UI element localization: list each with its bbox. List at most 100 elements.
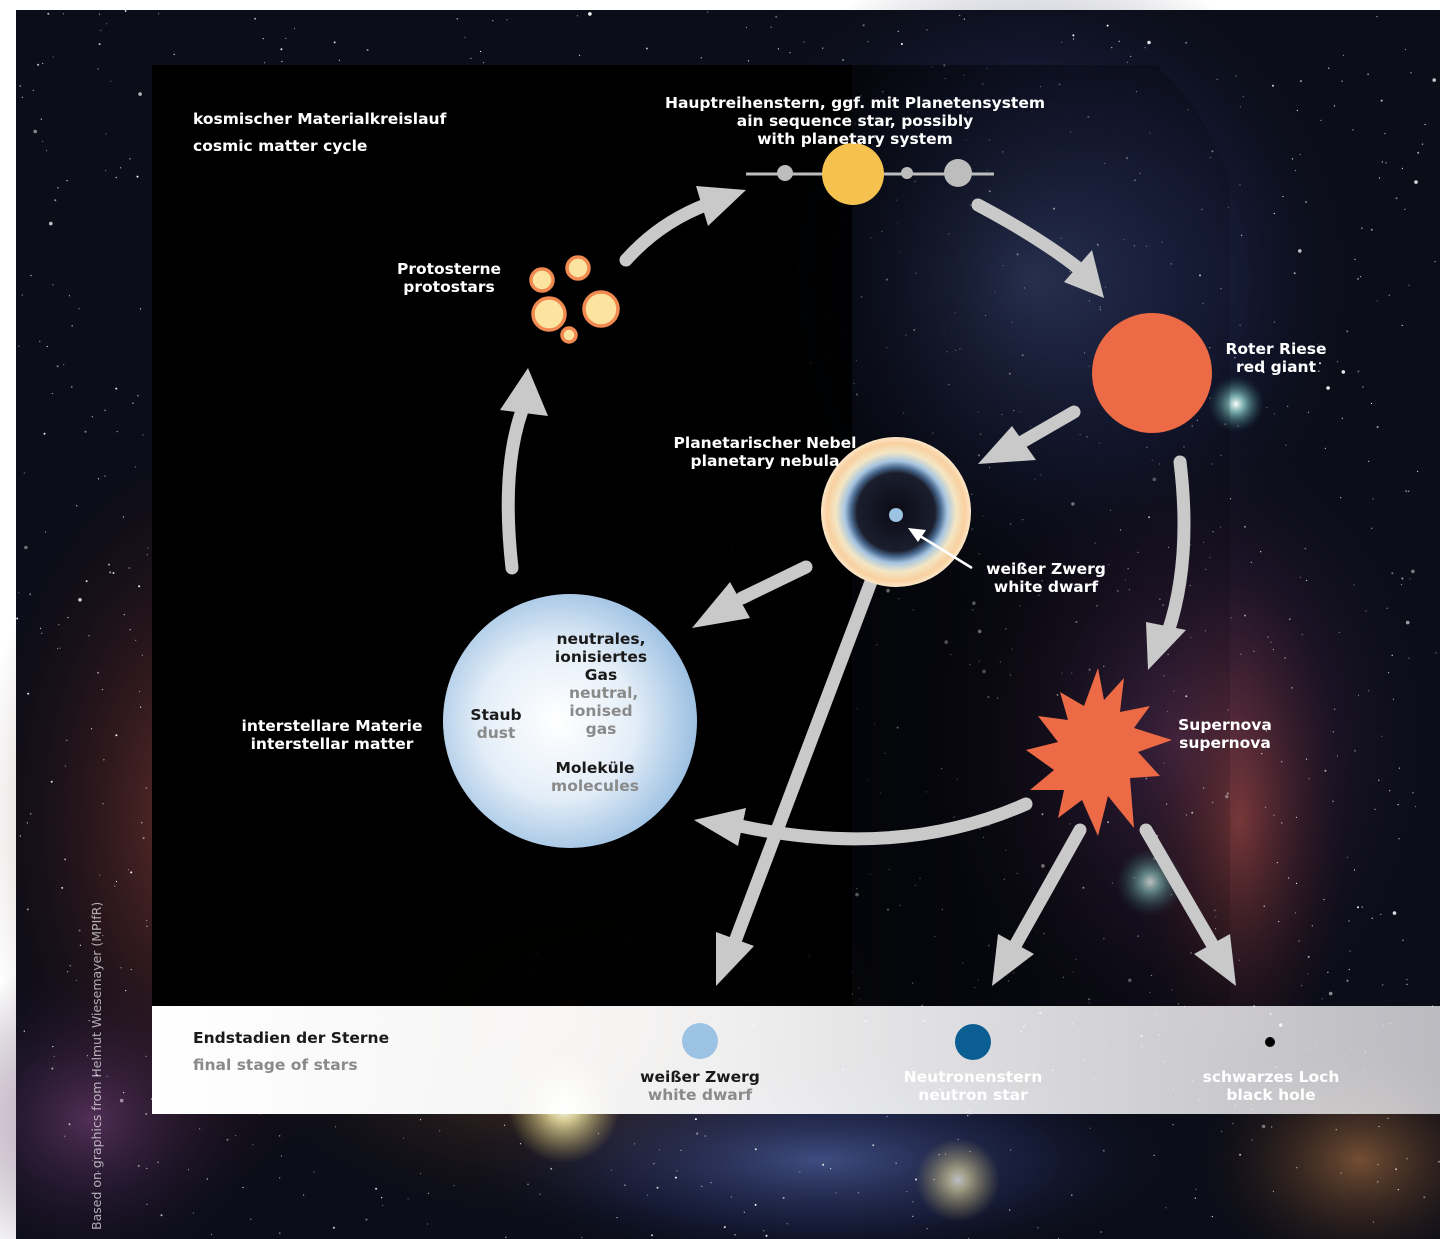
background-star <box>1243 743 1245 745</box>
background-star <box>456 18 458 20</box>
background-star <box>1378 1125 1380 1128</box>
background-star <box>145 787 147 789</box>
background-star <box>1404 208 1406 210</box>
background-star <box>1404 48 1406 51</box>
arrow-protostars-to-main-sequence <box>619 197 715 267</box>
background-star <box>610 1169 613 1171</box>
background-star <box>68 1123 71 1126</box>
background-star <box>830 1168 832 1170</box>
background-star <box>110 80 112 82</box>
background-star <box>1395 197 1398 200</box>
background-star <box>18 345 20 347</box>
background-star <box>710 1182 712 1184</box>
background-star <box>206 1178 208 1180</box>
background-star <box>381 1204 384 1206</box>
background-star <box>84 430 87 433</box>
background-star <box>1282 195 1284 198</box>
background-star <box>1242 96 1244 98</box>
background-star <box>1009 1209 1011 1211</box>
background-star <box>1434 261 1436 263</box>
background-star <box>1072 34 1075 37</box>
background-star <box>1103 1150 1105 1152</box>
background-star <box>1328 67 1330 69</box>
background-star <box>123 614 125 616</box>
background-star <box>64 1135 66 1137</box>
background-star <box>842 59 845 61</box>
white-dwarf-callout-de: weißer Zwerg <box>986 560 1106 578</box>
arrowhead-supernova-to-neutron-star <box>992 934 1034 986</box>
background-star <box>895 1162 897 1164</box>
background-star <box>1377 1181 1379 1183</box>
background-star <box>1301 634 1303 636</box>
background-star <box>1388 294 1390 296</box>
final-white-dwarf-en: white dwarf <box>647 1086 753 1104</box>
arrow-red-giant-to-supernova <box>1161 455 1191 639</box>
background-star <box>1294 912 1297 914</box>
background-star <box>78 929 81 932</box>
background-star <box>1332 800 1334 802</box>
background-star <box>1401 167 1403 169</box>
background-star <box>30 275 32 277</box>
background-star <box>1262 371 1265 374</box>
background-star <box>130 871 133 874</box>
background-star <box>264 62 266 64</box>
background-star <box>1305 201 1308 203</box>
background-star <box>1405 490 1408 493</box>
background-star <box>142 434 144 436</box>
background-star <box>1326 386 1330 390</box>
arrowhead-nebula-to-ism <box>692 582 750 628</box>
background-star <box>1377 1164 1379 1166</box>
background-star <box>1061 41 1063 44</box>
background-star <box>1348 968 1350 971</box>
background-star <box>19 85 21 87</box>
background-star <box>23 1030 25 1032</box>
background-star <box>32 89 34 91</box>
background-star <box>100 29 102 31</box>
background-star <box>1336 361 1338 363</box>
background-star <box>588 12 592 16</box>
arrowhead-red-giant-to-supernova <box>1146 622 1186 670</box>
background-star <box>120 167 122 169</box>
background-star <box>747 60 750 62</box>
background-star <box>1352 129 1354 131</box>
background-star <box>1411 569 1415 574</box>
background-star <box>1346 330 1349 333</box>
background-star <box>98 43 101 46</box>
arrowhead-main-sequence-to-red-giant <box>1064 250 1104 298</box>
background-star <box>21 96 23 98</box>
background-star <box>743 1211 745 1213</box>
background-star <box>402 1137 405 1139</box>
background-star <box>1406 978 1408 981</box>
background-star <box>1435 652 1437 654</box>
background-star <box>1291 158 1294 160</box>
arrow-main-sequence-to-red-giant <box>971 198 1085 275</box>
background-star <box>1397 1189 1399 1191</box>
background-star <box>139 308 142 310</box>
background-star <box>78 598 82 602</box>
background-star <box>1289 618 1291 620</box>
title-english: cosmic matter cycle <box>193 137 368 155</box>
background-star <box>105 170 107 172</box>
protostars-icon <box>529 255 620 344</box>
background-star <box>1405 620 1410 625</box>
background-star <box>754 1203 757 1206</box>
background-star <box>1272 1190 1274 1192</box>
background-star <box>1144 47 1146 49</box>
background-star <box>1368 460 1370 462</box>
background-star <box>763 1230 765 1232</box>
background-star <box>745 26 748 29</box>
background-star <box>1281 761 1283 763</box>
background-star <box>822 1163 825 1166</box>
background-star <box>506 19 508 21</box>
background-star <box>26 908 29 911</box>
background-star <box>1089 1127 1091 1129</box>
background-star <box>18 592 20 594</box>
background-star <box>146 1203 148 1205</box>
background-star <box>64 765 66 767</box>
background-star <box>1342 54 1344 57</box>
background-star <box>1361 227 1363 229</box>
background-star <box>138 585 141 588</box>
background-star <box>897 30 899 32</box>
main-sequence-label-en: ain sequence star, possibly with planeta… <box>736 112 974 148</box>
background-star <box>145 1113 148 1115</box>
